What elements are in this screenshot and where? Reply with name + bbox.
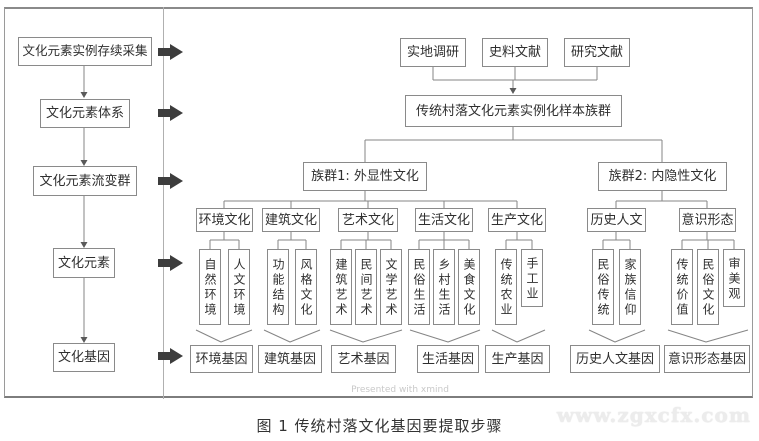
pipeline-node-gene: 文化基因 — [53, 343, 115, 372]
element-folk-culture: 民俗文化 — [697, 249, 719, 325]
column-divider-line — [163, 7, 164, 399]
xmind-watermark: Presented with xmind — [351, 385, 449, 395]
element-food-culture: 美食文化 — [458, 249, 480, 325]
element-architectural-art: 建筑艺术 — [330, 249, 352, 325]
source-research-literature: 研究文献 — [564, 38, 630, 67]
pipeline-node-collection: 文化元素实例存续采集 — [18, 37, 152, 66]
element-literary-art: 文学艺术 — [380, 249, 402, 325]
source-historical-literature: 史料文献 — [482, 38, 548, 67]
cluster1-explicit-culture: 族群1: 外显性文化 — [303, 162, 427, 191]
gene-ideology: 意识形态基因 — [664, 345, 750, 373]
element-village-life: 乡村生活 — [433, 249, 455, 325]
category-environment: 环境文化 — [196, 208, 253, 232]
category-life: 生活文化 — [415, 208, 473, 232]
element-style-culture: 风格文化 — [295, 249, 317, 325]
figure-caption: 图 1 传统村落文化基因要提取步骤 — [256, 417, 503, 435]
category-history-humanities: 历史人文 — [587, 208, 646, 232]
gene-life: 生活基因 — [417, 345, 479, 373]
sample-population-node: 传统村落文化元素实例化样本族群 — [405, 95, 622, 127]
category-ideology: 意识形态 — [679, 208, 736, 232]
gene-production: 生产基因 — [485, 345, 550, 373]
element-folk-tradition: 民俗传统 — [592, 249, 614, 325]
element-human-environment: 人文环境 — [228, 249, 250, 325]
element-natural-environment: 自然环境 — [199, 249, 221, 325]
element-traditional-agriculture: 传统农业 — [495, 249, 517, 325]
site-watermark: www.zgxcfx.com — [556, 403, 751, 427]
gene-history-humanities: 历史人文基因 — [570, 345, 660, 373]
element-aesthetics: 审美观 — [723, 249, 745, 307]
gene-art: 艺术基因 — [331, 345, 396, 373]
element-traditional-values: 传统价值 — [671, 249, 693, 325]
pipeline-node-evolution-group: 文化元素流变群 — [33, 166, 137, 196]
pipeline-node-system: 文化元素体系 — [40, 99, 130, 128]
category-art: 艺术文化 — [338, 208, 398, 232]
pipeline-node-element: 文化元素 — [53, 248, 115, 278]
element-folk-life: 民俗生活 — [408, 249, 430, 325]
element-function-structure: 功能结构 — [267, 249, 289, 325]
gene-environment: 环境基因 — [190, 345, 253, 373]
element-handicraft: 手工业 — [521, 249, 543, 307]
category-architecture: 建筑文化 — [262, 208, 320, 232]
element-folk-art: 民间艺术 — [355, 249, 377, 325]
cluster2-implicit-culture: 族群2: 内隐性文化 — [598, 162, 727, 191]
element-family-belief: 家族信仰 — [619, 249, 641, 325]
gene-architecture: 建筑基因 — [258, 345, 322, 373]
source-field-research: 实地调研 — [400, 38, 466, 67]
category-production: 生产文化 — [488, 208, 546, 232]
